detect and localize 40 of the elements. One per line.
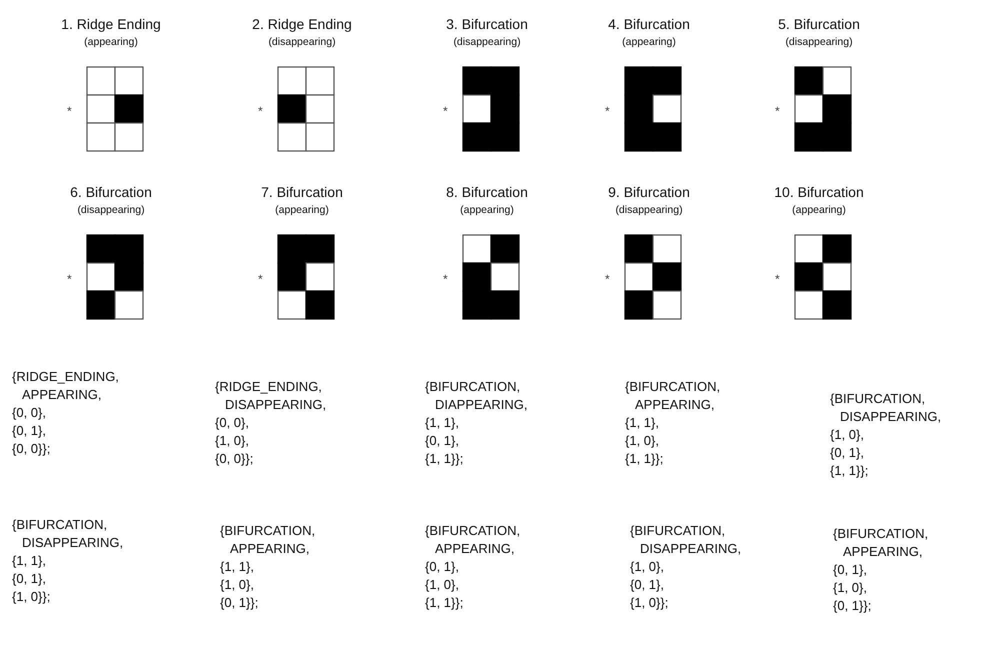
asterisk-marker: * xyxy=(775,104,780,118)
pattern-subtitle: (disappearing) xyxy=(785,36,853,48)
pattern-title: 3. Bifurcation xyxy=(446,16,528,32)
pattern-title: 1. Ridge Ending xyxy=(61,16,161,32)
pattern-subtitle: (appearing) xyxy=(460,204,514,216)
code-text: {RIDGE_ENDING, APPEARING, {0, 0}, {0, 1}, {0, 0}}; xyxy=(12,368,119,458)
code-text: {BIFURCATION, DIAPPEARING, {1, 1}, {0, 1}, {1, 1}}; xyxy=(425,378,528,468)
code-text: {BIFURCATION, APPEARING, {1, 1}, {1, 0}, {1, 1}}; xyxy=(625,378,720,468)
code-text: {BIFURCATION, APPEARING, {0, 1}, {1, 0}, {0, 1}}; xyxy=(833,525,928,615)
pattern-subtitle: (appearing) xyxy=(84,36,138,48)
code-text: {BIFURCATION, APPEARING, {0, 1}, {1, 0}, {1, 1}}; xyxy=(425,522,520,612)
asterisk-marker: * xyxy=(67,272,72,286)
asterisk-marker: * xyxy=(443,104,448,118)
pattern-subtitle: (appearing) xyxy=(275,204,329,216)
pattern-subtitle: (disappearing) xyxy=(615,204,683,216)
asterisk-marker: * xyxy=(775,272,780,286)
asterisk-marker: * xyxy=(443,272,448,286)
pattern-subtitle: (disappearing) xyxy=(453,36,521,48)
code-text: {BIFURCATION, DISAPPEARING, {1, 1}, {0, 1}, {1, 0}}; xyxy=(12,516,124,606)
asterisk-marker: * xyxy=(258,104,263,118)
pattern-subtitle: (disappearing) xyxy=(77,204,145,216)
pattern-subtitle: (disappearing) xyxy=(268,36,336,48)
pattern-subtitle: (appearing) xyxy=(622,36,676,48)
code-text: {BIFURCATION, DISAPPEARING, {1, 0}, {0, 1}, {1, 0}}; xyxy=(630,522,742,612)
pattern-title: 9. Bifurcation xyxy=(608,184,690,200)
code-text: {BIFURCATION, APPEARING, {1, 1}, {1, 0}, {0, 1}}; xyxy=(220,522,316,612)
code-text: {RIDGE_ENDING, DISAPPEARING, {0, 0}, {1, 0}, {0, 0}}; xyxy=(215,378,326,468)
asterisk-marker: * xyxy=(605,272,610,286)
asterisk-marker: * xyxy=(67,104,72,118)
pattern-subtitle: (appearing) xyxy=(792,204,846,216)
asterisk-marker: * xyxy=(605,104,610,118)
pattern-title: 6. Bifurcation xyxy=(70,184,152,200)
code-text: {BIFURCATION, DISAPPEARING, {1, 0}, {0, 1}, {1, 1}}; xyxy=(830,390,942,480)
pattern-title: 2. Ridge Ending xyxy=(252,16,352,32)
pattern-title: 10. Bifurcation xyxy=(774,184,864,200)
asterisk-marker: * xyxy=(258,272,263,286)
pattern-title: 5. Bifurcation xyxy=(778,16,860,32)
pattern-title: 8. Bifurcation xyxy=(446,184,528,200)
pattern-title: 4. Bifurcation xyxy=(608,16,690,32)
pattern-title: 7. Bifurcation xyxy=(261,184,343,200)
